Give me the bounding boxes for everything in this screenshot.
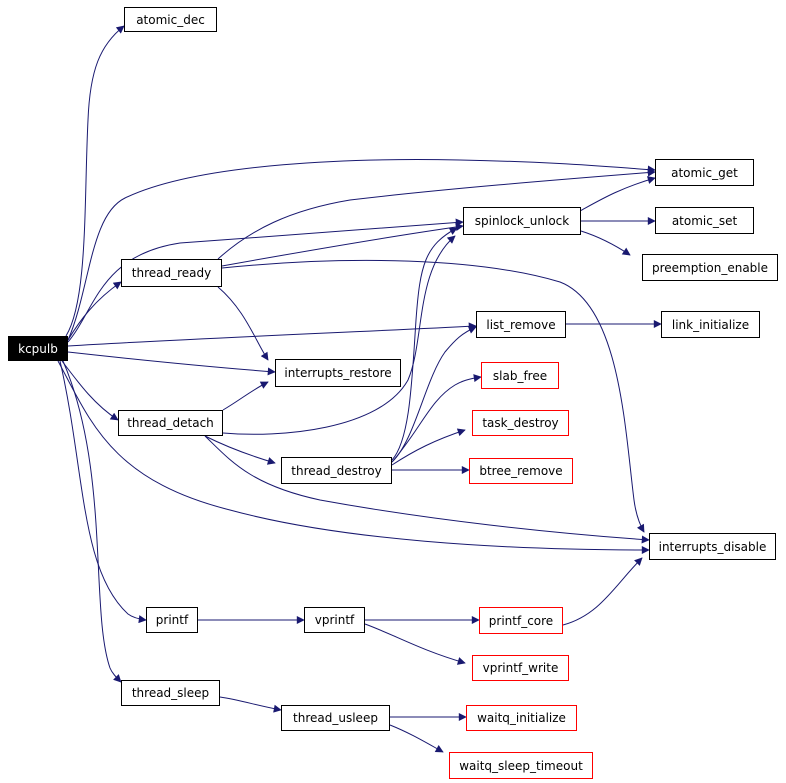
edge-thread-ready-to-atomic-get <box>217 168 656 260</box>
node-spinlock-unlock[interactable]: spinlock_unlock <box>463 207 581 235</box>
node-thread-usleep[interactable]: thread_usleep <box>281 705 390 731</box>
node-printf[interactable]: printf <box>146 607 198 633</box>
edge-thread-sleep-to-thread-usleep <box>219 696 282 713</box>
node-thread-sleep[interactable]: thread_sleep <box>121 680 220 706</box>
node-thread-ready[interactable]: thread_ready <box>121 259 222 287</box>
edge-thread-destroy-to-list-remove <box>391 326 477 463</box>
edge-kcpulb-to-interrupts-disable <box>57 360 650 554</box>
edge-thread-destroy-to-slab-free <box>391 374 482 463</box>
edge-printf-core-to-interrupts-disable <box>562 557 643 626</box>
edge-kcpulb-to-interrupts-restore <box>67 351 276 376</box>
node-label: printf <box>155 613 189 627</box>
node-label: thread_detach <box>127 416 214 430</box>
node-label: thread_destroy <box>291 463 382 478</box>
node-atomic-dec[interactable]: atomic_dec <box>124 7 217 32</box>
node-label: interrupts_restore <box>284 366 392 380</box>
node-waitq-sleep-timeout[interactable]: waitq_sleep_timeout <box>449 752 593 779</box>
node-label: atomic_dec <box>136 12 205 27</box>
edge-kcpulb-to-printf <box>59 360 147 624</box>
node-label: preemption_enable <box>651 260 769 275</box>
node-label: vprintf_write <box>482 661 559 675</box>
node-link-initialize[interactable]: link_initialize <box>661 311 760 338</box>
edge-thread-detach-to-thread-destroy <box>204 435 276 465</box>
node-label: link_initialize <box>671 317 750 332</box>
node-thread-destroy[interactable]: thread_destroy <box>281 457 392 484</box>
node-label: printf_core <box>488 613 554 628</box>
edge-thread-ready-to-spinlock-unlock <box>221 223 464 267</box>
edge-kcpulb-to-list-remove <box>67 322 477 347</box>
edge-kcpulb-to-atomic-dec <box>65 25 125 337</box>
edge-thread-detach-to-interrupts-restore <box>222 381 269 411</box>
node-label: atomic_get <box>671 165 738 180</box>
node-label: kcpulb <box>18 341 58 356</box>
node-interrupts-restore[interactable]: interrupts_restore <box>275 359 401 387</box>
node-label: atomic_set <box>671 213 738 228</box>
edge-spinlock-unlock-to-preemption-enable <box>580 230 631 256</box>
edge-vprintf-to-vprintf-write <box>364 623 466 665</box>
edge-kcpulb-to-spinlock-unlock <box>67 218 464 343</box>
node-kcpulb[interactable]: kcpulb <box>8 336 68 361</box>
edge-kcpulb-to-thread-sleep <box>62 360 122 683</box>
node-label: task_destroy <box>482 416 559 430</box>
edge-kcpulb-to-atomic-get <box>67 159 656 341</box>
edge-thread-ready-to-interrupts-restore <box>217 286 269 361</box>
edge-thread-destroy-to-task-destroy <box>391 428 466 466</box>
edge-kcpulb-to-thread-detach <box>61 360 119 421</box>
node-label: waitq_initialize <box>477 711 566 725</box>
edge-thread-ready-to-interrupts-disable <box>221 259 645 533</box>
node-printf-core[interactable]: printf_core <box>479 607 563 634</box>
node-label: thread_sleep <box>131 686 210 700</box>
node-list-remove[interactable]: list_remove <box>476 311 566 338</box>
node-btree-remove[interactable]: btree_remove <box>469 458 573 484</box>
node-label: list_remove <box>486 317 556 332</box>
node-label: interrupts_disable <box>658 539 767 554</box>
edge-thread-destroy-to-spinlock-unlock <box>391 227 458 461</box>
node-vprintf[interactable]: vprintf <box>304 607 365 633</box>
node-label: waitq_sleep_timeout <box>459 758 583 773</box>
node-atomic-get[interactable]: atomic_get <box>655 159 754 186</box>
node-label: btree_remove <box>479 464 563 478</box>
node-slab-free[interactable]: slab_free <box>481 362 559 389</box>
node-label: thread_usleep <box>293 711 378 725</box>
node-atomic-set[interactable]: atomic_set <box>655 207 754 234</box>
node-thread-detach[interactable]: thread_detach <box>118 410 223 436</box>
edge-spinlock-unlock-to-atomic-get <box>579 176 656 212</box>
edge-kcpulb-to-thread-ready <box>67 281 122 341</box>
node-waitq-initialize[interactable]: waitq_initialize <box>466 705 577 731</box>
node-label: vprintf <box>314 613 355 627</box>
node-vprintf-write[interactable]: vprintf_write <box>472 655 569 681</box>
node-label: slab_free <box>492 368 548 383</box>
node-label: spinlock_unlock <box>474 214 570 228</box>
edge-thread-detach-to-interrupts-disable <box>204 435 650 544</box>
node-label: thread_ready <box>131 266 212 280</box>
edge-thread-detach-to-spinlock-unlock <box>222 235 456 435</box>
edge-thread-usleep-to-waitq-sleep-timeout <box>389 724 444 753</box>
node-preemption-enable[interactable]: preemption_enable <box>642 254 778 281</box>
node-task-destroy[interactable]: task_destroy <box>472 410 569 436</box>
node-interrupts-disable[interactable]: interrupts_disable <box>649 533 776 560</box>
